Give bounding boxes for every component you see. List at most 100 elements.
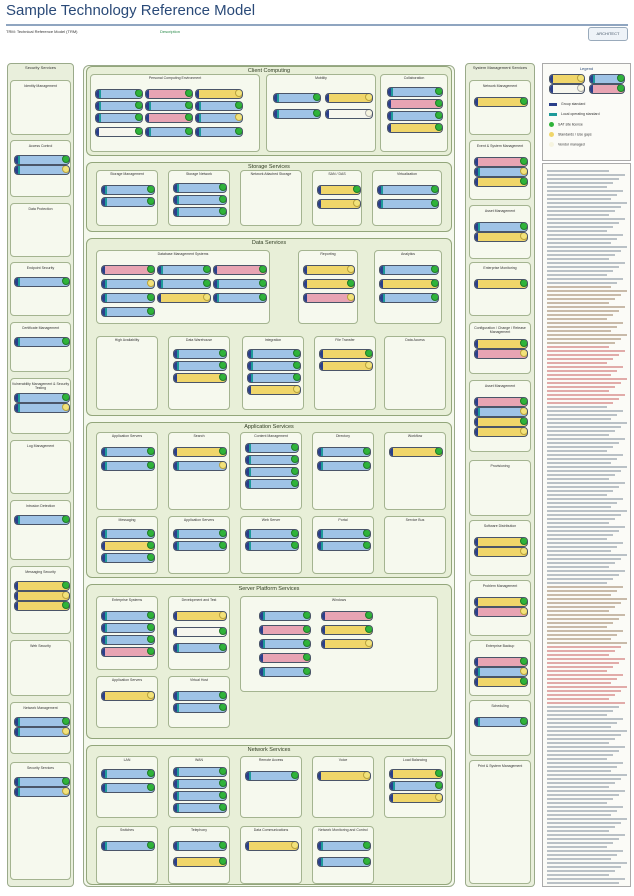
standard-pill[interactable] [213,293,267,303]
standard-pill[interactable] [319,361,373,371]
standard-pill[interactable] [95,127,143,137]
standard-pill[interactable] [173,841,227,851]
standard-pill[interactable] [101,185,155,195]
standard-pill[interactable] [173,627,227,637]
standard-pill[interactable] [303,293,355,303]
standard-pill[interactable] [173,803,227,813]
standard-pill[interactable] [273,93,321,103]
standard-pill[interactable] [387,99,443,109]
standard-pill[interactable] [379,265,439,275]
security-standard-pill[interactable] [14,727,70,737]
standard-pill[interactable] [145,113,193,123]
standard-pill[interactable] [247,373,301,383]
standard-pill[interactable] [173,857,227,867]
management-standard-pill[interactable] [474,177,528,187]
standard-pill[interactable] [101,541,155,551]
standard-pill[interactable] [317,529,371,539]
management-standard-pill[interactable] [474,657,528,667]
standard-pill[interactable] [259,667,311,677]
standard-pill[interactable] [273,109,321,119]
standard-pill[interactable] [389,769,443,779]
standard-pill[interactable] [389,781,443,791]
management-standard-pill[interactable] [474,597,528,607]
standard-pill[interactable] [379,293,439,303]
standard-pill[interactable] [101,841,155,851]
standard-pill[interactable] [101,769,155,779]
standard-pill[interactable] [173,643,227,653]
standard-pill[interactable] [379,279,439,289]
management-standard-pill[interactable] [474,167,528,177]
security-standard-pill[interactable] [14,581,70,591]
standard-pill[interactable] [101,447,155,457]
standard-pill[interactable] [389,447,443,457]
management-standard-pill[interactable] [474,667,528,677]
management-standard-pill[interactable] [474,537,528,547]
security-standard-pill[interactable] [14,717,70,727]
standard-pill[interactable] [173,767,227,777]
legend-sample-pill[interactable] [589,74,625,84]
management-standard-pill[interactable] [474,427,528,437]
standard-pill[interactable] [317,447,371,457]
standard-pill[interactable] [389,793,443,803]
management-standard-pill[interactable] [474,279,528,289]
standard-pill[interactable] [101,635,155,645]
standard-pill[interactable] [317,541,371,551]
standard-pill[interactable] [247,349,301,359]
standard-pill[interactable] [387,111,443,121]
standard-pill[interactable] [245,467,299,477]
standard-pill[interactable] [101,461,155,471]
standard-pill[interactable] [157,265,211,275]
standard-pill[interactable] [145,89,193,99]
standard-pill[interactable] [303,265,355,275]
security-standard-pill[interactable] [14,393,70,403]
security-standard-pill[interactable] [14,515,70,525]
standard-pill[interactable] [101,197,155,207]
management-standard-pill[interactable] [474,222,528,232]
standard-pill[interactable] [101,783,155,793]
standard-pill[interactable] [173,791,227,801]
standard-pill[interactable] [173,183,227,193]
standard-pill[interactable] [245,541,299,551]
standard-pill[interactable] [245,529,299,539]
standard-pill[interactable] [247,385,301,395]
standard-pill[interactable] [173,611,227,621]
standard-pill[interactable] [245,771,299,781]
standard-pill[interactable] [173,195,227,205]
standard-pill[interactable] [317,857,371,867]
standard-pill[interactable] [213,279,267,289]
standard-pill[interactable] [173,207,227,217]
standard-pill[interactable] [173,703,227,713]
standard-pill[interactable] [145,127,193,137]
management-standard-pill[interactable] [474,97,528,107]
standard-pill[interactable] [247,361,301,371]
standard-pill[interactable] [195,113,243,123]
standard-pill[interactable] [101,293,155,303]
standard-pill[interactable] [259,625,311,635]
standard-pill[interactable] [157,279,211,289]
management-standard-pill[interactable] [474,407,528,417]
standard-pill[interactable] [317,461,371,471]
management-standard-pill[interactable] [474,397,528,407]
standard-pill[interactable] [245,443,299,453]
security-standard-pill[interactable] [14,601,70,611]
standard-pill[interactable] [101,691,155,701]
management-standard-pill[interactable] [474,349,528,359]
standard-pill[interactable] [259,653,311,663]
standard-pill[interactable] [321,639,373,649]
standard-pill[interactable] [101,647,155,657]
standard-pill[interactable] [101,553,155,563]
standard-pill[interactable] [173,361,227,371]
standard-pill[interactable] [245,841,299,851]
standard-pill[interactable] [95,101,143,111]
standard-pill[interactable] [173,373,227,383]
standard-pill[interactable] [245,479,299,489]
standard-pill[interactable] [101,611,155,621]
legend-sample-pill[interactable] [549,74,585,84]
standard-pill[interactable] [95,89,143,99]
standard-pill[interactable] [387,123,443,133]
management-standard-pill[interactable] [474,547,528,557]
standard-pill[interactable] [387,87,443,97]
security-standard-pill[interactable] [14,591,70,601]
standard-pill[interactable] [325,109,373,119]
standard-pill[interactable] [377,185,439,195]
